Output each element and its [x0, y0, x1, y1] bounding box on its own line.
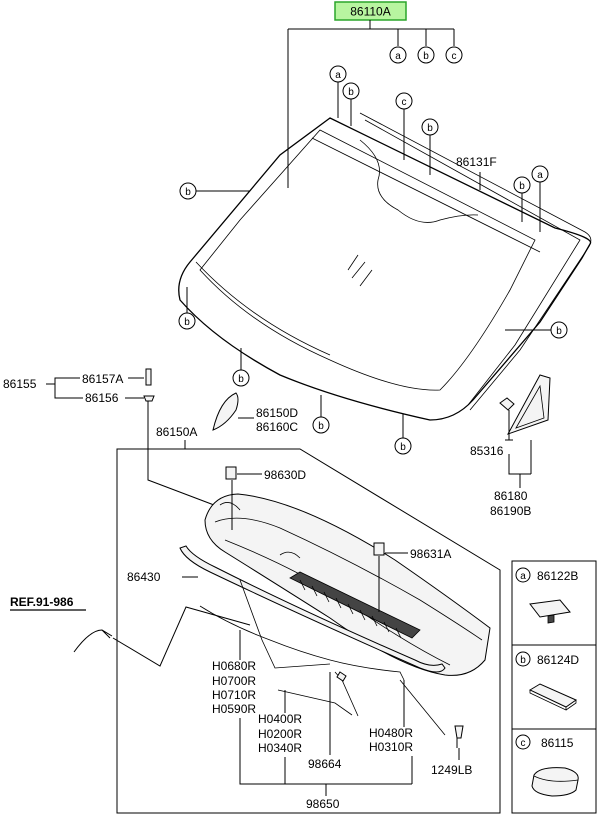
- label-H0480R: H0480R: [369, 726, 413, 740]
- label-86180: 86180: [494, 489, 528, 503]
- svg-text:b: b: [348, 87, 354, 98]
- callout-glass-b5: b: [178, 312, 196, 330]
- callout-glass-b8: b: [312, 416, 330, 434]
- callout-glass-b7: b: [550, 321, 568, 339]
- clip-block-icon: [529, 599, 571, 618]
- clip-85316-icon: [499, 397, 515, 411]
- label-85316: 85316: [470, 444, 504, 458]
- label-H0700R: H0700R: [212, 674, 256, 688]
- clip-86156-icon: [143, 395, 155, 407]
- legend-item-a: a 86122B: [515, 567, 578, 624]
- bolt-1249LB-icon: [454, 725, 464, 748]
- legend-part-b: 86124D: [537, 653, 579, 667]
- main-part-number: 86110A: [350, 5, 390, 19]
- callout-glass-b9: b: [394, 437, 412, 455]
- callout-glass-c: c: [395, 92, 413, 110]
- moulding-strip: [359, 112, 592, 411]
- svg-text:b: b: [238, 374, 244, 385]
- callout-glass-a2: a: [531, 165, 549, 183]
- clip-86157A-icon: [145, 368, 152, 386]
- svg-text:b: b: [184, 317, 190, 328]
- callout-top-a: a: [389, 46, 407, 64]
- callout-glass-b2: b: [421, 118, 439, 136]
- label-86157A: 86157A: [82, 372, 123, 386]
- svg-text:c: c: [452, 51, 457, 62]
- label-1249LB: 1249LB: [431, 763, 472, 777]
- label-H0680R: H0680R: [212, 659, 256, 673]
- main-part-label[interactable]: 86110A: [334, 1, 407, 21]
- svg-text:a: a: [335, 70, 341, 81]
- legend-part-c: 86115: [541, 736, 574, 750]
- svg-text:c: c: [521, 738, 526, 749]
- assembly-frame: [116, 440, 501, 814]
- label-86430: 86430: [127, 570, 161, 584]
- weatherstrip-86430: [179, 545, 446, 673]
- svg-text:b: b: [519, 181, 525, 192]
- label-98631A: 98631A: [410, 547, 451, 561]
- label-98630D: 98630D: [264, 468, 306, 482]
- side-cover-86150D-icon: [212, 392, 239, 431]
- rubber-dam-icon: [531, 767, 579, 797]
- label-H0310R: H0310R: [369, 740, 413, 754]
- label-86190B: 86190B: [490, 504, 531, 518]
- label-H0340R: H0340R: [258, 741, 302, 755]
- svg-text:b: b: [400, 442, 406, 453]
- clip-98631A-icon: [373, 542, 385, 556]
- svg-text:a: a: [395, 51, 401, 62]
- callout-top-b: b: [417, 46, 435, 64]
- svg-text:b: b: [318, 421, 324, 432]
- legend-part-a: 86122B: [537, 569, 578, 583]
- callout-glass-b6: b: [232, 369, 250, 387]
- label-H0400R: H0400R: [258, 712, 302, 726]
- svg-text:a: a: [537, 170, 543, 181]
- label-98650: 98650: [306, 797, 340, 811]
- label-86160C: 86160C: [256, 420, 298, 434]
- callout-glass-a1: a: [329, 65, 347, 83]
- cowl-panel: [204, 493, 491, 676]
- label-86131F: 86131F: [456, 155, 497, 169]
- washer-hose-group: [199, 579, 446, 736]
- callout-glass-b3: b: [513, 176, 531, 194]
- callout-glass-b1: b: [342, 82, 360, 100]
- legend-item-b: b 86124D: [515, 651, 579, 711]
- callout-top-c: c: [445, 46, 463, 64]
- svg-text:a: a: [520, 571, 526, 582]
- label-86155: 86155: [3, 377, 37, 391]
- svg-text:b: b: [423, 51, 429, 62]
- label-86150D: 86150D: [256, 406, 298, 420]
- svg-text:b: b: [520, 655, 526, 666]
- callout-glass-b4: b: [179, 182, 197, 200]
- svg-text:b: b: [427, 123, 433, 134]
- clip-98630D-icon: [225, 466, 237, 480]
- svg-text:b: b: [556, 326, 562, 337]
- legend-item-c: c 86115: [515, 734, 579, 797]
- legend-panel: a 86122B b 86124D c 86115: [511, 560, 597, 814]
- label-86150A: 86150A: [156, 425, 197, 439]
- label-H0200R: H0200R: [258, 727, 302, 741]
- ref-91-986-link[interactable]: REF.91-986: [10, 595, 74, 609]
- svg-text:c: c: [402, 97, 407, 108]
- svg-text:b: b: [185, 187, 191, 198]
- label-H0590R: H0590R: [212, 702, 256, 716]
- label-H0710R: H0710R: [212, 688, 256, 702]
- label-86156: 86156: [85, 391, 119, 405]
- label-98664: 98664: [308, 757, 342, 771]
